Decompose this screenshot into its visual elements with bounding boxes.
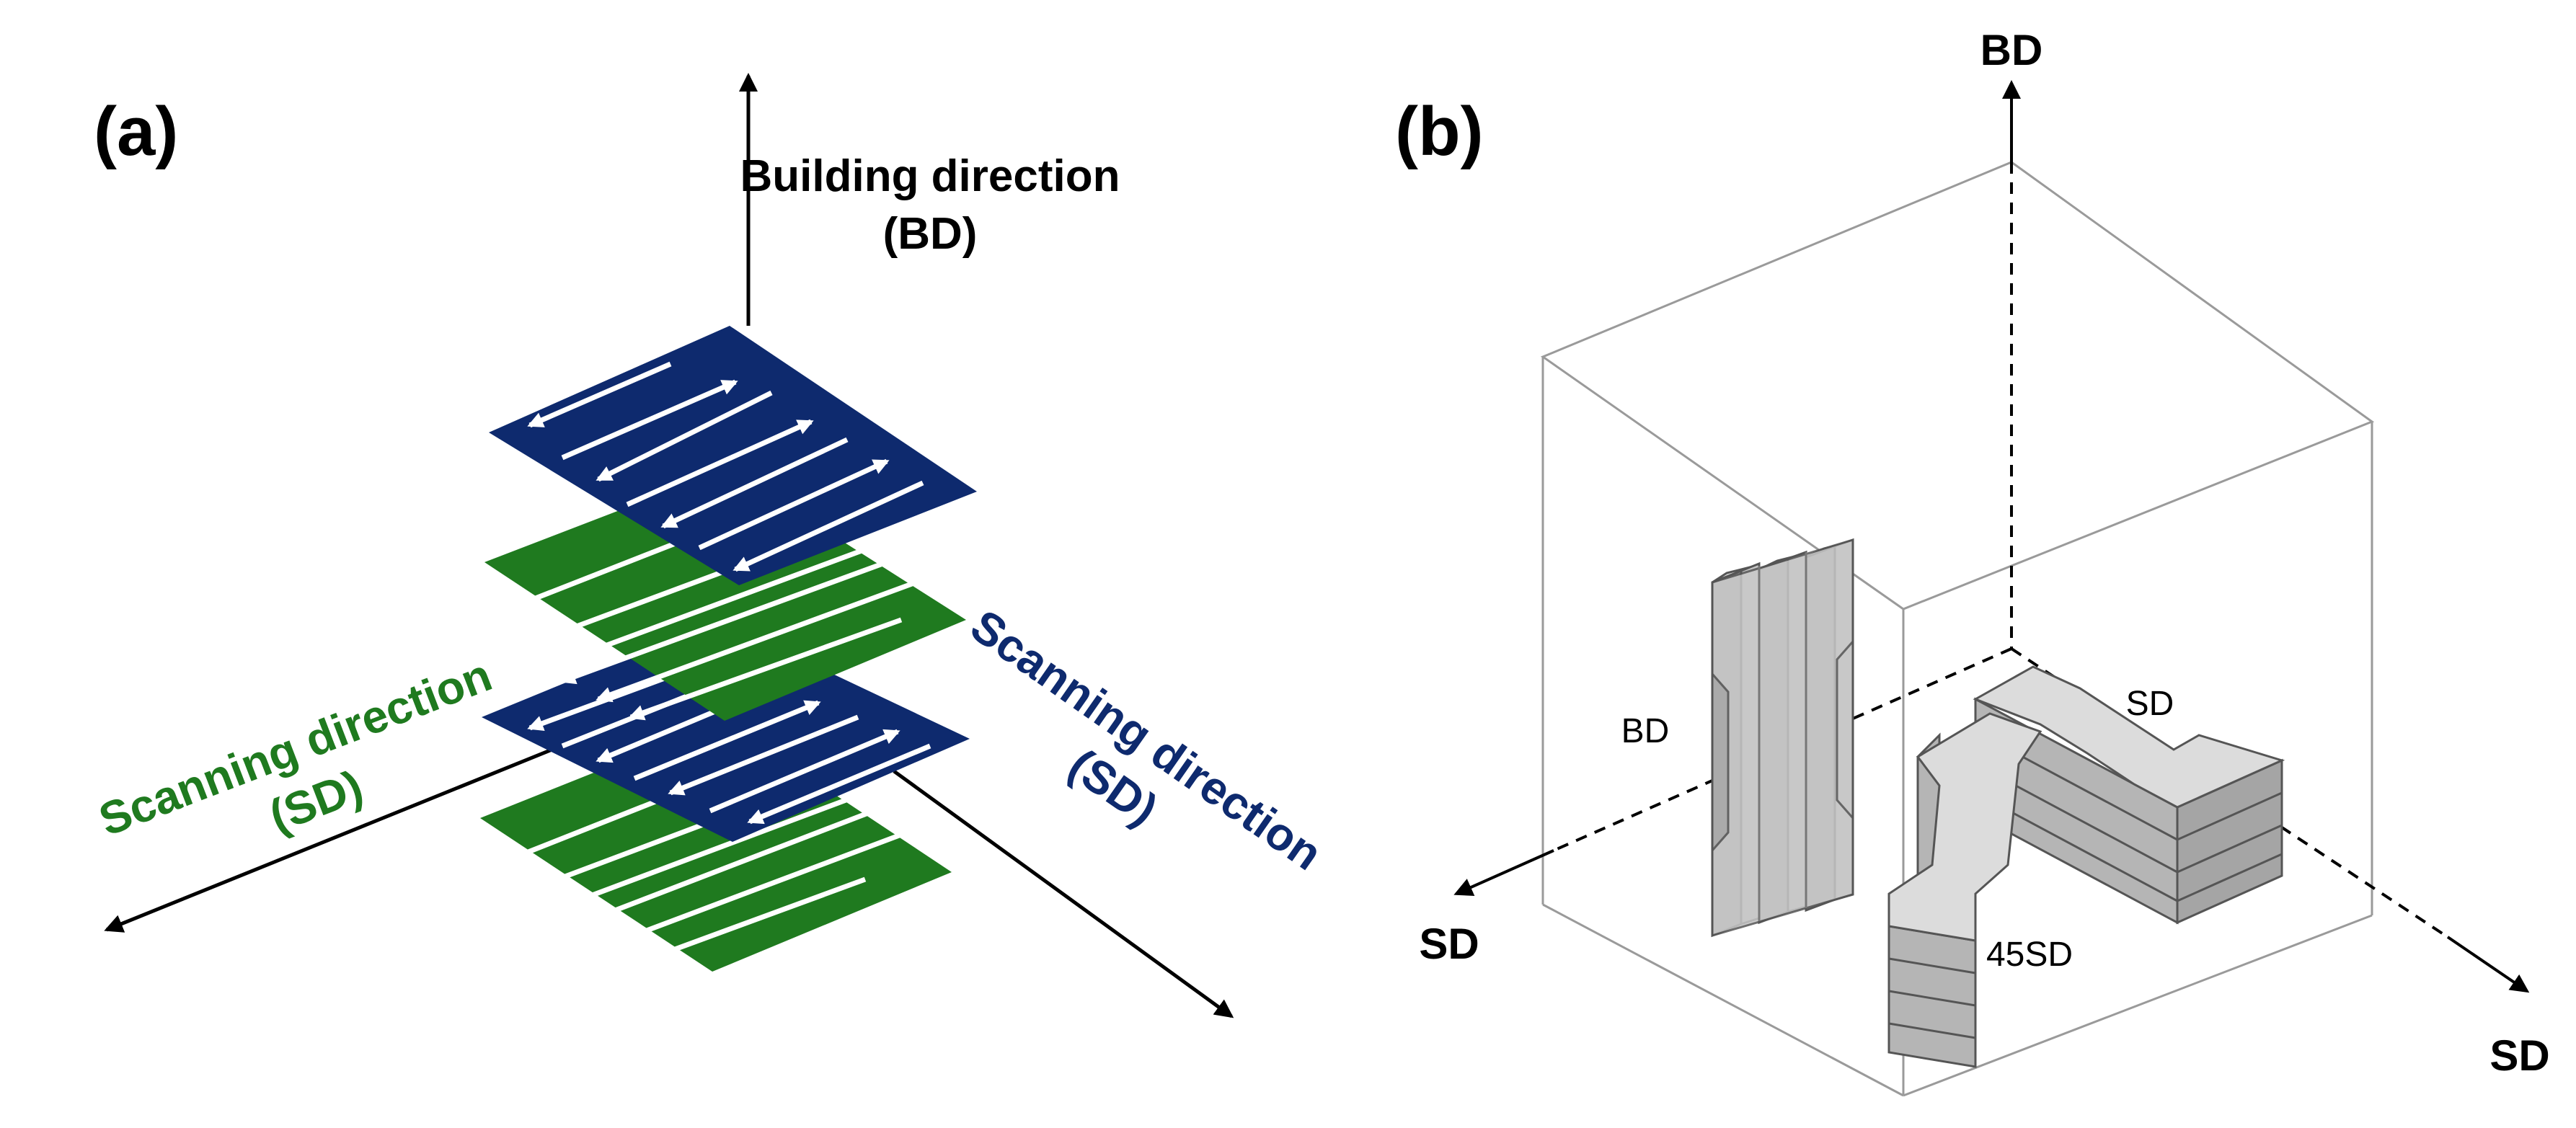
- specimen-sd-label: SD: [2126, 685, 2174, 723]
- panel-b: (b) BD SD SD: [1395, 26, 2550, 1097]
- panel-a-label: (a): [94, 93, 178, 170]
- bd-label-line2: (BD): [883, 209, 978, 259]
- sd-right-label-line1: Scanning direction: [962, 600, 1332, 880]
- build-volume-box: [1540, 161, 2375, 1097]
- specimens-45sd: [1887, 712, 2042, 1068]
- layer-navy-top: [489, 326, 977, 585]
- layer-green-upper-plate: [484, 468, 966, 721]
- specimen-bd-label: BD: [1621, 712, 1670, 750]
- specimen-45sd-label: 45SD: [1986, 936, 2073, 974]
- bd-label-line1: Building direction: [740, 151, 1120, 201]
- b-sd-left-axis-label: SD: [1419, 920, 1479, 968]
- sd-right-label: Scanning direction (SD): [962, 600, 1332, 880]
- sd-right-axis-arrow: [893, 769, 1234, 1018]
- panel-b-label: (b): [1395, 93, 1484, 170]
- specimen-45sd-sides: [1887, 925, 1977, 1068]
- b-sd-right-axis-arrow: [2446, 936, 2530, 993]
- panel-a: (a) Building direction (BD): [92, 73, 1332, 1018]
- specimens-bd: [1711, 538, 1854, 938]
- b-bd-axis-label: BD: [1980, 26, 2043, 74]
- specimen-bd-outline: [1711, 538, 1854, 938]
- sd-left-axis-arrow: [104, 744, 562, 933]
- sd-left-label: Scanning direction (SD): [92, 649, 499, 846]
- b-sd-right-axis-label: SD: [2489, 1031, 2549, 1080]
- specimen-sd-top: [1973, 665, 2285, 809]
- scan-layers: [480, 326, 977, 973]
- layer-navy-lower-plate: [482, 620, 970, 842]
- b-sd-left-axis-arrow: [1453, 849, 1554, 896]
- layer-green-bottom: [480, 721, 952, 973]
- specimen-45sd-top: [1887, 712, 2042, 942]
